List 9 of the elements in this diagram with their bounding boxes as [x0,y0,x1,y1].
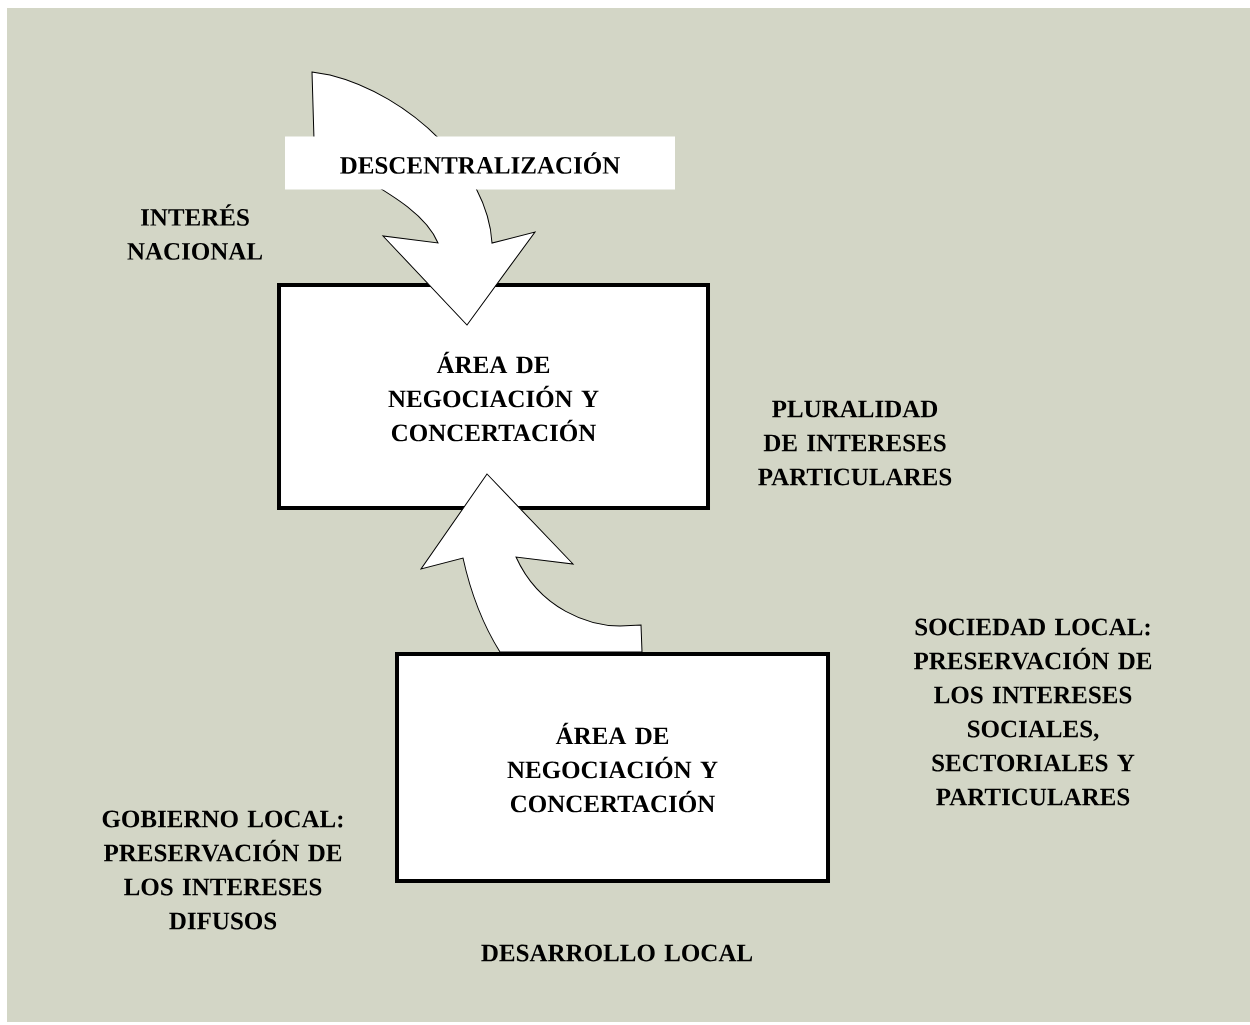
edge-label: DESCENTRALIZACIÓN [285,136,675,190]
concept-box: ÁREA DE NEGOCIACIÓN Y CONCERTACIÓN [395,652,830,883]
text-label: SOCIEDAD LOCAL: PRESERVACIÓN DE LOS INTERESES SOCIALES, SECTORIALES Y PARTICULARES [913,618,1152,806]
text-label: INTERÉS NACIONAL [127,204,262,260]
text-label: GOBIERNO LOCAL: PRESERVACIÓN DE LOS INTERESES DIFUSOS [102,810,343,930]
text-label: DESARROLLO LOCAL [481,944,753,962]
block-arrow [420,473,643,653]
concept-box: ÁREA DE NEGOCIACIÓN Y CONCERTACIÓN [277,283,710,510]
text-label: PLURALIDAD DE INTERESES PARTICULARES [758,400,952,486]
